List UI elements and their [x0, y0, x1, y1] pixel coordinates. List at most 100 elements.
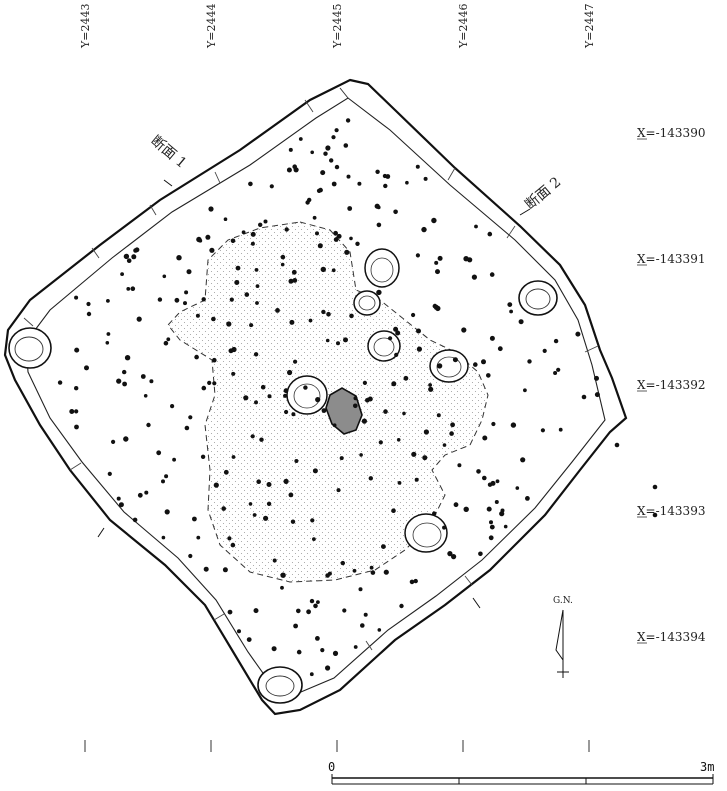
artifact-dot — [369, 565, 374, 570]
artifact-dot — [229, 297, 234, 302]
artifact-dot — [122, 369, 127, 375]
artifact-dot — [223, 217, 228, 221]
artifact-dot — [326, 311, 331, 317]
artifact-dot — [376, 289, 382, 296]
artifact-dot — [436, 413, 441, 418]
artifact-dot — [413, 578, 418, 584]
artifact-dot — [395, 330, 401, 336]
x-label-143390: X=-143390 — [637, 126, 705, 140]
x-label-143392: X=-143392 — [637, 378, 705, 392]
section-line-1: 断面 1 — [147, 133, 189, 187]
artifact-dot — [288, 492, 294, 498]
artifact-dot — [409, 579, 415, 585]
artifact-dot — [432, 511, 437, 516]
artifact-dot — [383, 569, 389, 575]
artifact-dot — [249, 323, 254, 328]
x-grid-labels: X=-143390 X=-143391 X=-143392 X=-143393 … — [637, 126, 706, 644]
artifact-dot — [298, 137, 303, 141]
artifact-dot — [318, 187, 323, 193]
artifact-dot — [57, 380, 63, 385]
artifact-dot — [131, 254, 137, 260]
artifact-dot — [402, 411, 406, 416]
artifact-dot — [357, 181, 362, 186]
artifact-dot — [416, 328, 421, 334]
artifact-dot — [310, 150, 315, 155]
artifact-dot — [250, 241, 255, 246]
artifact-dot — [540, 428, 546, 433]
artifact-dot — [201, 385, 207, 391]
artifact-dot — [195, 313, 200, 318]
artifact-dot — [250, 434, 255, 439]
artifact-dot — [343, 143, 349, 148]
artifact-dot — [176, 255, 182, 261]
artifact-dot — [352, 568, 357, 573]
artifact-dot — [362, 380, 367, 385]
artifact-dot — [435, 269, 440, 275]
artifact-dot — [288, 278, 294, 284]
artifact-dot — [510, 422, 517, 428]
artifact-dot — [383, 183, 388, 189]
artifact-dot — [332, 650, 339, 657]
artifact-dot — [183, 301, 187, 306]
artifact-dot — [652, 484, 658, 490]
artifact-dot — [347, 206, 353, 211]
artifact-dot — [255, 284, 260, 288]
artifact-dot — [164, 474, 169, 479]
artifact-dot — [523, 388, 527, 393]
artifact-dot — [489, 520, 493, 525]
artifact-dot — [428, 383, 432, 387]
artifact-dot — [184, 425, 190, 431]
artifact-dot — [310, 518, 315, 523]
artifact-dot — [208, 206, 214, 212]
artifact-dot — [442, 443, 447, 447]
artifact-dot — [123, 436, 129, 442]
artifact-dot — [329, 158, 334, 163]
artifact-dot — [343, 337, 348, 343]
artifact-dot — [161, 479, 165, 484]
artifact-dot — [423, 176, 428, 181]
artifact-dot — [436, 363, 443, 369]
artifact-dot — [478, 551, 483, 557]
artifact-dot — [503, 524, 508, 529]
artifact-dot — [144, 490, 149, 495]
artifact-dot — [463, 256, 469, 262]
artifact-dot — [415, 164, 420, 169]
artifact-dot — [288, 147, 293, 152]
artifact-dot — [333, 230, 338, 236]
artifact-dot — [212, 357, 217, 363]
artifact-dot — [280, 572, 286, 578]
artifact-dot — [382, 173, 387, 179]
artifact-dot — [474, 224, 478, 229]
artifact-dot — [336, 488, 341, 493]
artifact-dot — [489, 524, 495, 530]
artifact-dot — [575, 331, 581, 337]
artifact-dot — [136, 316, 142, 322]
artifact-dot — [321, 408, 327, 413]
section-tick-west — [97, 527, 105, 538]
artifact-dot — [203, 566, 209, 572]
artifact-dot — [553, 338, 559, 344]
artifact-dot — [491, 421, 496, 427]
artifact-dot — [520, 457, 526, 463]
artifact-dot — [452, 357, 458, 363]
artifact-dot — [290, 519, 296, 524]
artifact-dot — [164, 509, 170, 515]
artifact-dot — [497, 346, 503, 352]
artifact-dot — [447, 551, 453, 557]
y-label-2445: Y=2445 — [331, 4, 344, 49]
artifact-dot — [223, 469, 229, 475]
artifact-dot — [334, 164, 340, 170]
artifact-dot — [353, 396, 358, 401]
artifact-dot — [360, 623, 365, 628]
artifact-dot — [487, 482, 493, 487]
artifact-dot — [432, 303, 438, 309]
y-label-2446: Y=2446 — [457, 4, 470, 49]
artifact-dot — [434, 260, 439, 265]
artifact-dot — [283, 388, 289, 394]
artifact-dot — [334, 128, 339, 133]
artifact-dot — [614, 442, 620, 448]
artifact-dot — [339, 456, 344, 461]
artifact-dot — [188, 553, 193, 559]
artifact-dot — [481, 359, 486, 365]
artifact-dot — [194, 354, 199, 360]
